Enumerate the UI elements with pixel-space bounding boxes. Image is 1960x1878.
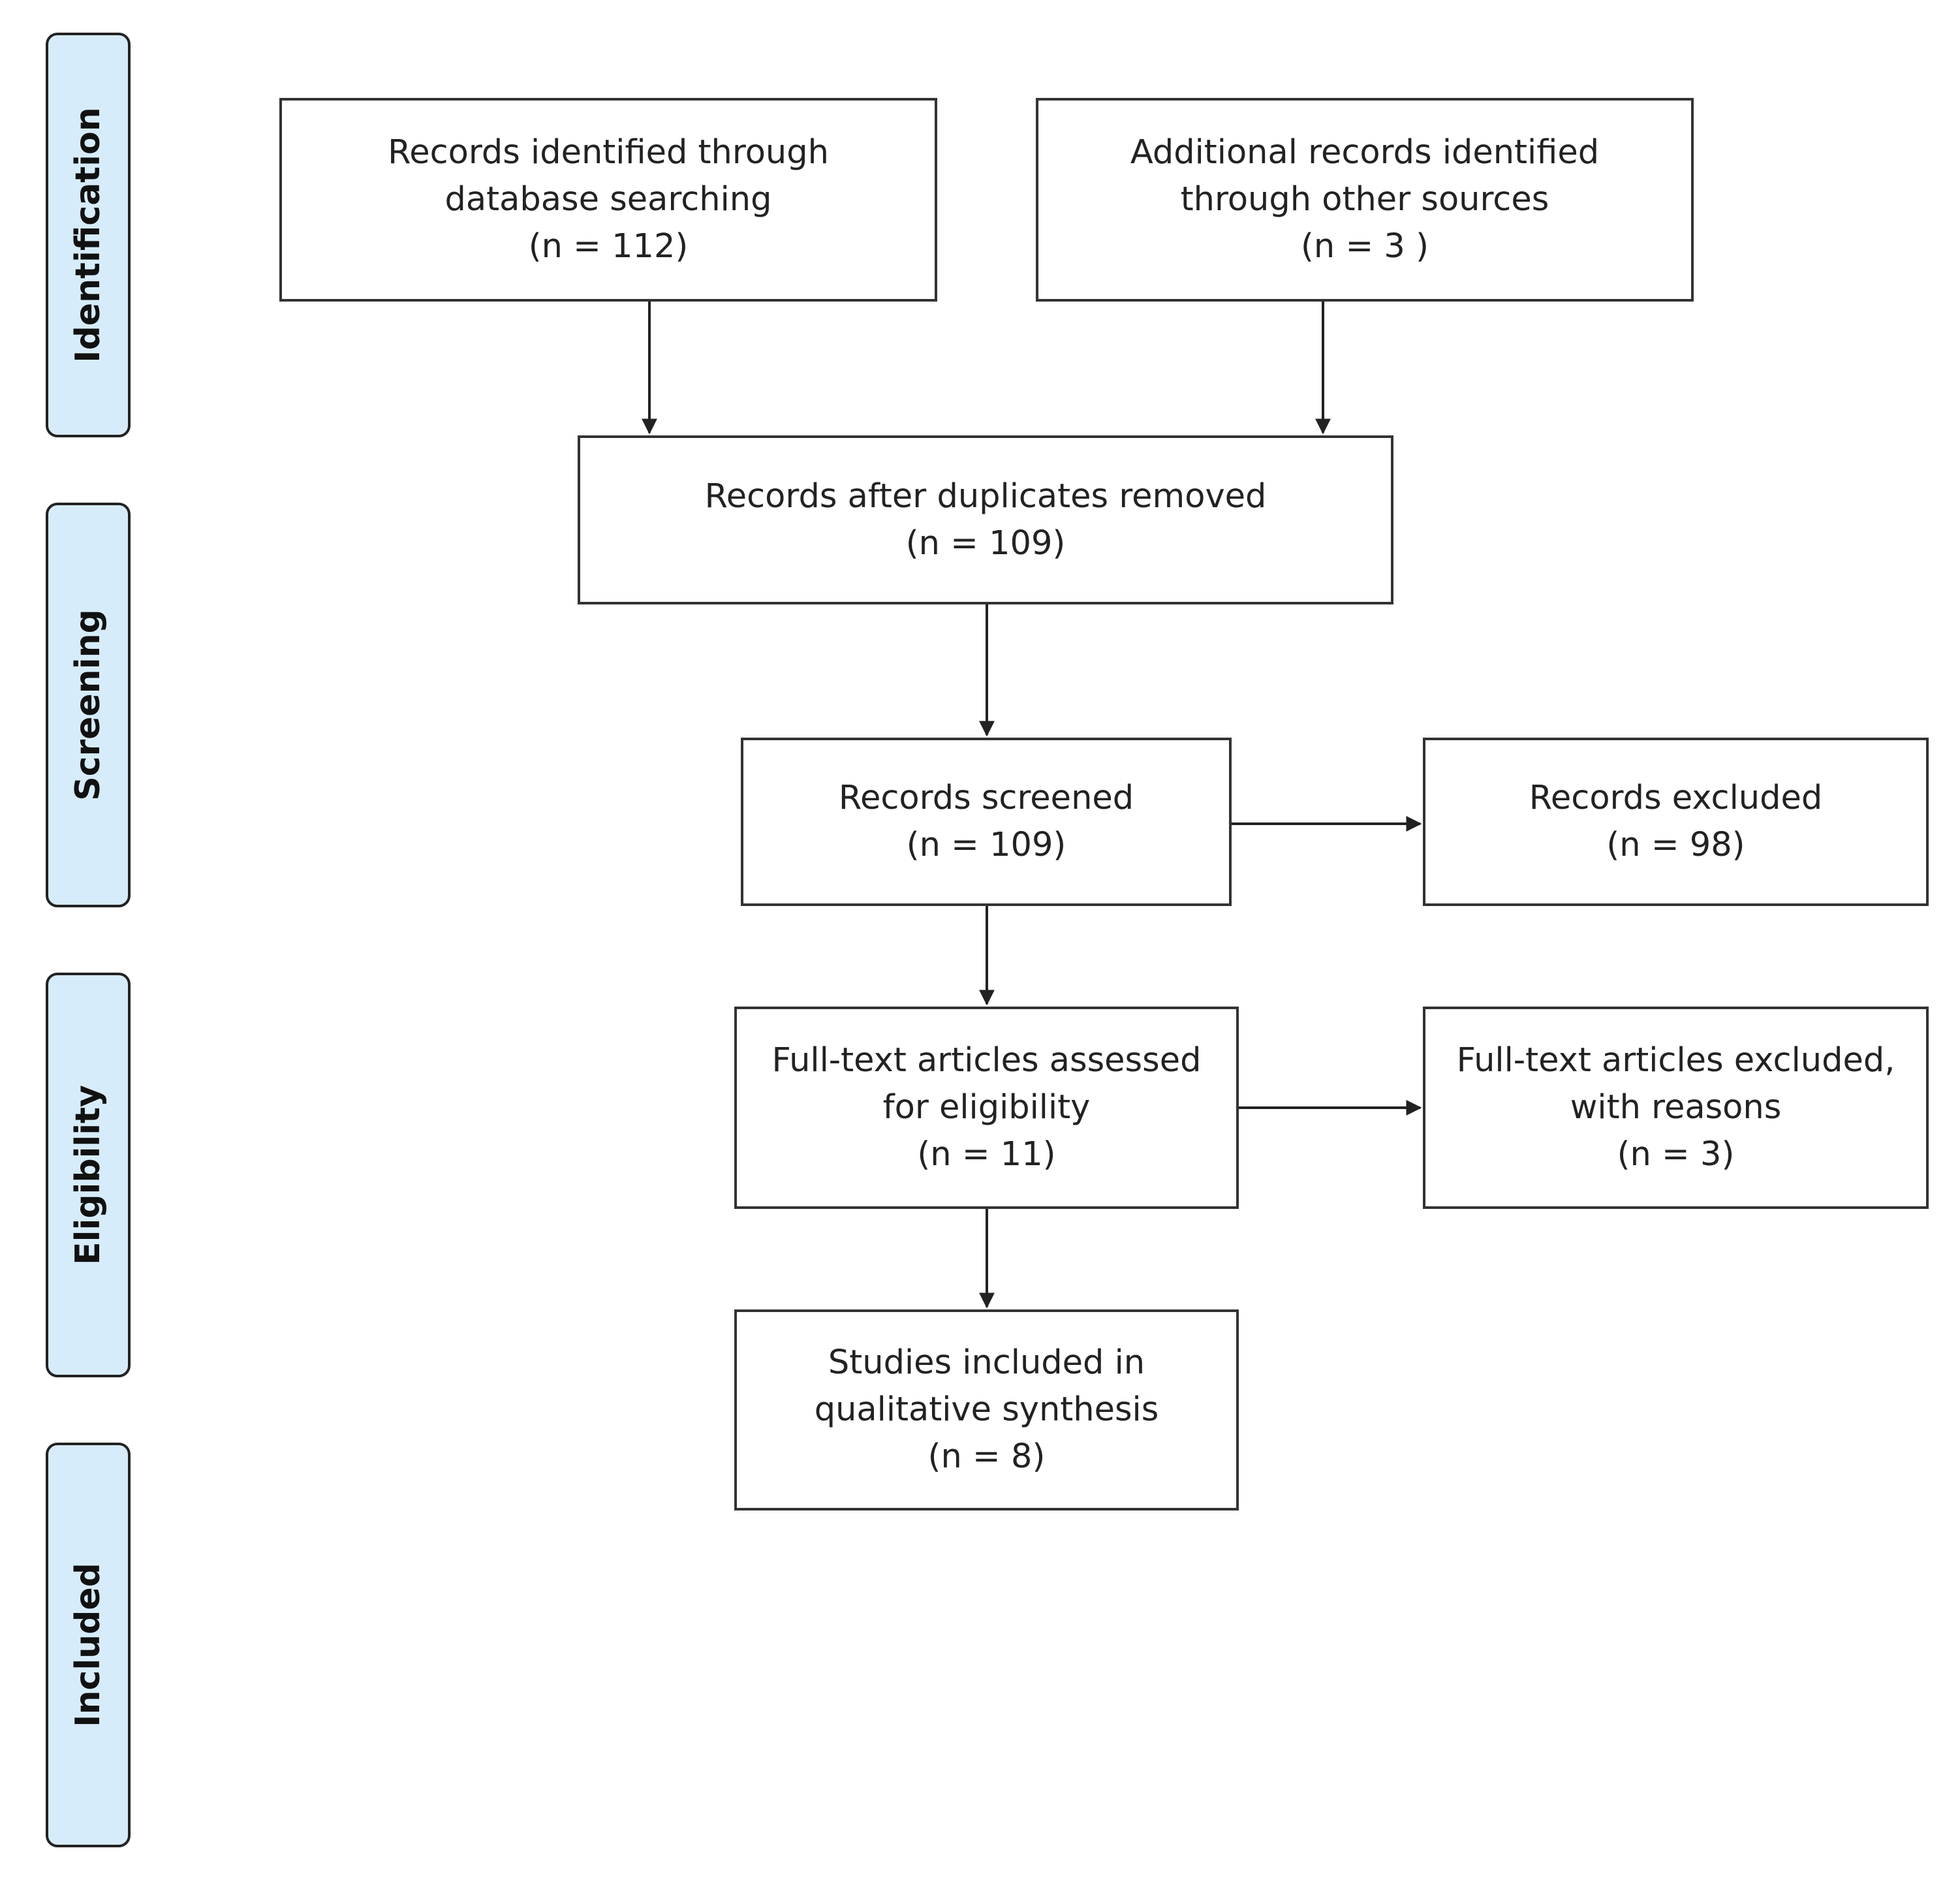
box-records-excluded: Records excluded (n = 98) [1423, 738, 1929, 906]
box-fulltext-excluded: Full-text articles excluded, with reason… [1423, 1007, 1929, 1209]
phase-eligibility: Eligibility [46, 973, 131, 1377]
box-database-search: Records identified through database sear… [279, 98, 937, 302]
phase-included: Included [46, 1443, 131, 1847]
box-duplicates-removed: Records after duplicates removed (n = 10… [578, 435, 1393, 604]
box-fulltext-assessed: Full-text articles assessed for eligibil… [734, 1007, 1239, 1209]
box-fulltext-excluded-text: Full-text articles excluded, with reason… [1456, 1041, 1895, 1174]
box-database-search-text: Records identified through database sear… [388, 133, 829, 266]
box-other-sources: Additional records identified through ot… [1036, 98, 1694, 302]
box-included-studies: Studies included in qualitative synthesi… [734, 1309, 1239, 1510]
box-records-excluded-text: Records excluded (n = 98) [1529, 779, 1823, 864]
box-records-screened: Records screened (n = 109) [741, 738, 1232, 906]
phase-screening: Screening [46, 503, 131, 907]
box-included-studies-text: Studies included in qualitative synthesi… [814, 1343, 1159, 1476]
box-records-screened-text: Records screened (n = 109) [838, 779, 1134, 864]
box-other-sources-text: Additional records identified through ot… [1130, 133, 1600, 266]
phase-identification: Identification [46, 33, 131, 437]
box-duplicates-removed-text: Records after duplicates removed (n = 10… [704, 477, 1267, 563]
box-fulltext-assessed-text: Full-text articles assessed for eligibil… [771, 1041, 1202, 1174]
